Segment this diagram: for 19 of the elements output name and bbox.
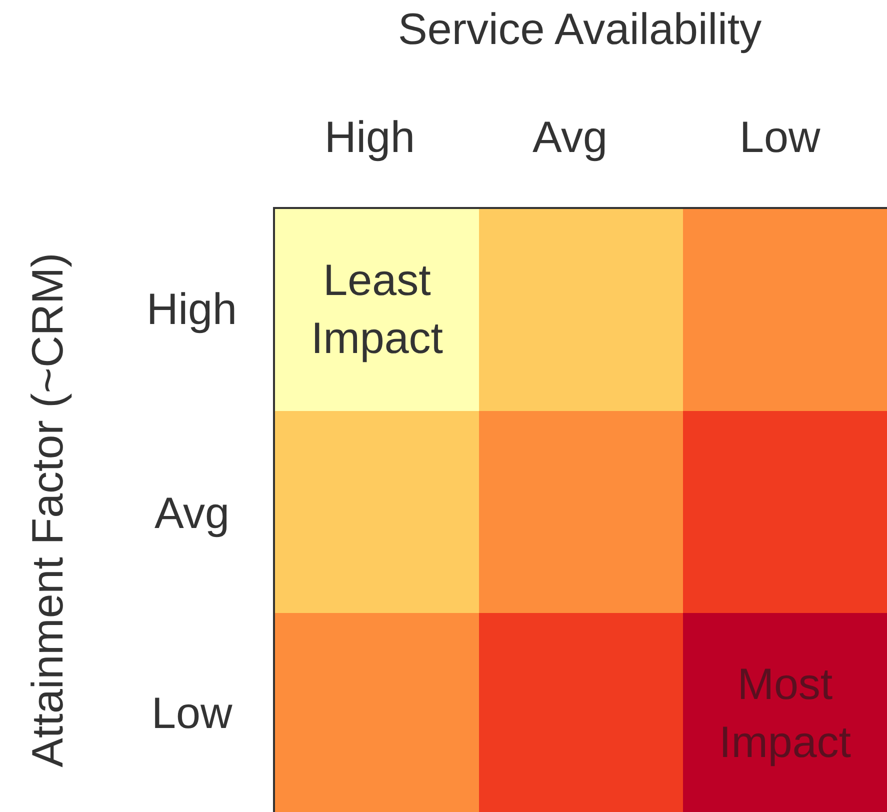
cell-label: Least Impact xyxy=(310,255,444,365)
heatmap-cell xyxy=(479,209,683,411)
row-header: Avg xyxy=(154,489,230,539)
column-header: Avg xyxy=(532,113,608,163)
heatmap-cell xyxy=(275,209,479,411)
heatmap-cell xyxy=(683,209,887,411)
row-header: Low xyxy=(152,689,232,739)
heatmap-cell xyxy=(683,411,887,613)
row-header: High xyxy=(146,285,237,335)
column-header: High xyxy=(324,113,415,163)
heatmap-cell xyxy=(479,613,683,812)
heatmap-cell xyxy=(683,613,887,812)
axis-title: Service Availability xyxy=(398,5,762,55)
axis-title: Attainment Factor (~CRM) xyxy=(22,252,73,768)
cell-label: Most Impact xyxy=(718,659,852,769)
column-header: Low xyxy=(740,113,820,163)
heatmap-cell xyxy=(275,613,479,812)
heatmap-cell xyxy=(275,411,479,613)
heatmap-cell xyxy=(479,411,683,613)
